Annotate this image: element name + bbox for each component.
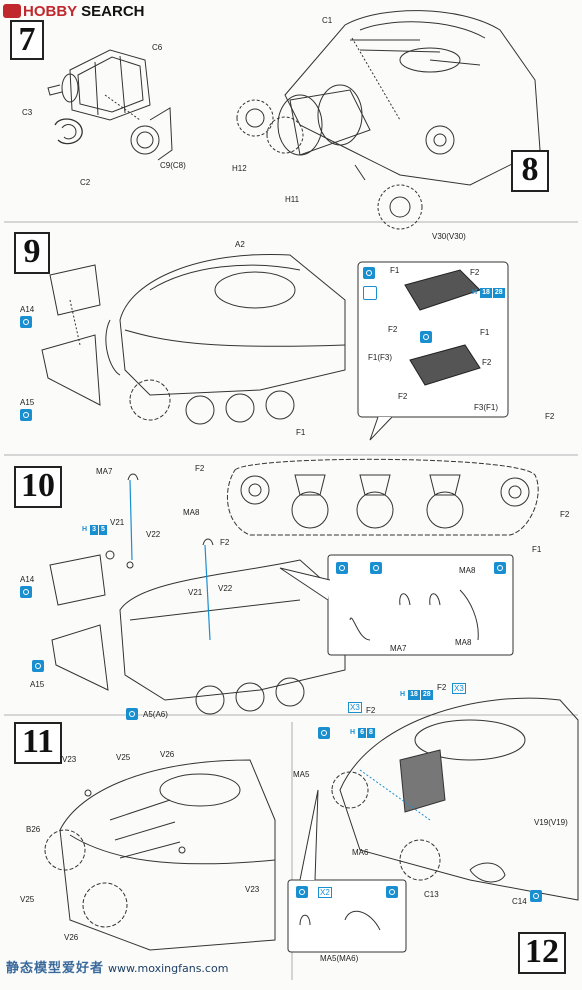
part-label: V30(V30) <box>432 232 466 241</box>
paint-icon <box>530 890 542 902</box>
part-label: A5(A6) <box>143 710 168 719</box>
part-label: H12 <box>232 164 247 173</box>
part-label: C2 <box>80 178 91 187</box>
part-label: F1 <box>480 328 490 337</box>
part-label: F1(F3) <box>368 353 392 362</box>
part-label: V26 <box>64 933 79 942</box>
part-label: F2 <box>482 358 492 367</box>
step-number-7: 7 <box>10 20 44 60</box>
step11-drawing <box>44 759 276 951</box>
part-label: V25 <box>20 895 35 904</box>
part-label: MA5(MA6) <box>320 954 359 963</box>
part-label: F3(F1) <box>474 403 498 412</box>
paint-icon <box>363 267 375 279</box>
part-label: F1 <box>390 266 400 275</box>
step-number-8: 8 <box>511 150 549 192</box>
step-number-9: 9 <box>14 232 50 274</box>
part-label: V21 <box>110 518 125 527</box>
part-label: F2 <box>195 464 205 473</box>
part-label: F2 <box>398 392 408 401</box>
part-label: F2 <box>560 510 570 519</box>
part-label: V25 <box>116 753 131 762</box>
bend-icon <box>370 562 382 574</box>
step8-drawing <box>236 10 541 230</box>
part-label: A2 <box>235 240 245 249</box>
part-label: MA8 <box>455 638 472 647</box>
cement-icon <box>20 409 32 421</box>
step-number-12: 12 <box>518 932 566 974</box>
part-label: V19(V19) <box>534 818 568 827</box>
bend-icon <box>386 886 398 898</box>
paint-icon <box>296 886 308 898</box>
part-label: F1 <box>532 545 542 554</box>
part-label: MA7 <box>96 467 113 476</box>
part-label: A15 <box>30 680 45 689</box>
part-label: H11 <box>285 195 300 204</box>
cement-icon <box>32 660 44 672</box>
part-label: V21 <box>188 588 203 597</box>
part-label: A15 <box>20 398 35 407</box>
tool-icon <box>363 286 377 300</box>
cement-icon <box>20 316 32 328</box>
part-label: F2 <box>545 412 555 421</box>
part-label: C9(C8) <box>160 161 186 170</box>
part-label: F2 <box>366 706 376 715</box>
part-label: F1 <box>296 428 306 437</box>
step7-drawing <box>47 49 173 161</box>
part-label: C14 <box>512 897 527 906</box>
part-label: MA5 <box>293 770 310 779</box>
part-label: V22 <box>146 530 161 539</box>
part-label: MA8 <box>459 566 476 575</box>
quantity-badge: X3 <box>452 683 466 694</box>
quantity-badge: X2 <box>318 887 332 898</box>
step12-drawing <box>287 697 579 953</box>
part-label: C13 <box>424 890 439 899</box>
bend-icon <box>494 562 506 574</box>
part-label: F2 <box>470 268 480 277</box>
part-label: C6 <box>152 43 163 52</box>
part-label: MA6 <box>352 848 369 857</box>
part-label: V26 <box>160 750 175 759</box>
part-label: MA8 <box>183 508 200 517</box>
step-number-10: 10 <box>14 466 62 508</box>
step9-drawing <box>41 253 539 536</box>
part-label: V23 <box>245 885 260 894</box>
part-label: F2 <box>220 538 230 547</box>
part-label: A14 <box>20 305 35 314</box>
cement-icon <box>420 331 432 343</box>
part-label: A14 <box>20 575 35 584</box>
part-label: V23 <box>62 755 77 764</box>
quantity-badge: X3 <box>348 702 362 713</box>
part-label: B26 <box>26 825 41 834</box>
paint-icon <box>336 562 348 574</box>
part-label: F2 <box>437 683 447 692</box>
part-label: V22 <box>218 584 233 593</box>
part-label: F2 <box>388 325 398 334</box>
step10-drawing <box>49 473 514 715</box>
part-label: C3 <box>22 108 33 117</box>
cement-icon <box>20 586 32 598</box>
step-number-11: 11 <box>14 722 62 764</box>
paint-icon <box>318 727 330 739</box>
part-label: C1 <box>322 16 333 25</box>
logo-mark-icon <box>3 4 21 18</box>
part-label: MA7 <box>390 644 407 653</box>
cement-icon <box>126 708 138 720</box>
